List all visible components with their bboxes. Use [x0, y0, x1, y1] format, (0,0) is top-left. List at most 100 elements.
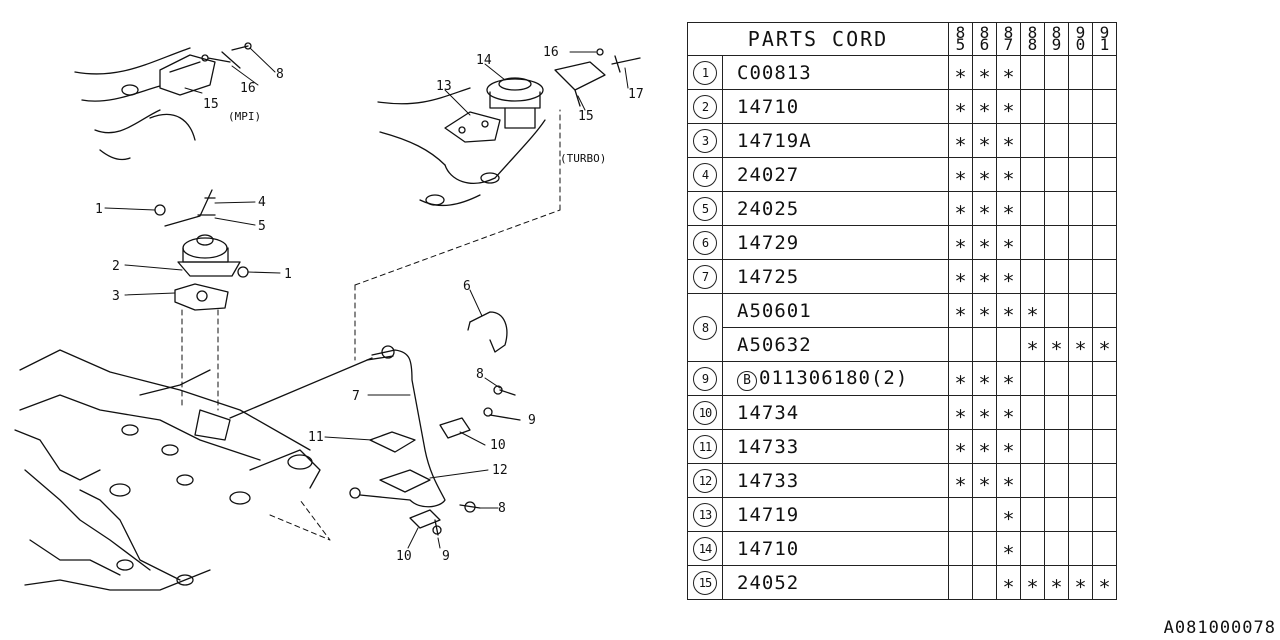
- year-mark-cell: [1044, 89, 1069, 124]
- year-mark-cell: ∗: [948, 429, 973, 464]
- row-number-cell: 9: [687, 361, 723, 396]
- year-mark-cell: [1068, 429, 1093, 464]
- year-mark-cell: ∗: [948, 395, 973, 430]
- applicability-mark: ∗: [954, 264, 967, 289]
- year-mark-cell: [1044, 361, 1069, 396]
- year-mark-cell: ∗: [996, 429, 1021, 464]
- year-mark-cell: ∗: [996, 497, 1021, 532]
- applicability-mark: ∗: [978, 230, 991, 255]
- year-mark-cell: [1020, 395, 1045, 430]
- pipe-clamp: [467, 311, 508, 353]
- year-mark-cell: ∗: [996, 55, 1021, 90]
- part-code: A50632: [737, 333, 812, 356]
- year-mark-cell: ∗: [1044, 565, 1069, 600]
- year-digit: 8: [1027, 23, 1038, 42]
- applicability-mark: ∗: [954, 162, 967, 187]
- year-mark-cell: ∗: [948, 259, 973, 294]
- year-mark-cell: [1020, 55, 1045, 90]
- row-number-cell: 11: [687, 429, 723, 464]
- applicability-mark: ∗: [1074, 332, 1087, 357]
- engine-block: [14, 349, 321, 591]
- year-mark-cell: [1092, 157, 1117, 192]
- callout-8c: 8: [498, 501, 506, 516]
- row-number-badge: 15: [693, 570, 717, 595]
- applicability-mark: ∗: [978, 128, 991, 153]
- year-mark-cell: ∗: [996, 89, 1021, 124]
- label-turbo: (TURBO): [560, 152, 606, 165]
- applicability-mark: ∗: [1002, 264, 1015, 289]
- row-number-badge: 9: [693, 366, 717, 391]
- egr-valve: [154, 189, 249, 278]
- row-number-cell: 12: [687, 463, 723, 498]
- applicability-mark: ∗: [1002, 230, 1015, 255]
- callout-5: 5: [258, 219, 266, 234]
- part-code-cell: 14733: [722, 463, 949, 498]
- year-mark-cell: ∗: [996, 293, 1021, 328]
- year-mark-cell: ∗: [1020, 327, 1045, 362]
- applicability-mark: ∗: [1002, 468, 1015, 493]
- row-number-badge: 8: [693, 315, 717, 340]
- year-mark-cell: ∗: [1068, 565, 1093, 600]
- callout-3: 3: [112, 289, 120, 304]
- year-mark-cell: ∗: [972, 463, 997, 498]
- year-mark-cell: ∗: [948, 157, 973, 192]
- year-digit: 8: [955, 23, 966, 42]
- applicability-mark: ∗: [978, 60, 991, 85]
- year-mark-cell: ∗: [972, 157, 997, 192]
- part-code-cell: A50632: [722, 327, 949, 362]
- callout-11: 11: [308, 430, 324, 445]
- year-mark-cell: [1068, 123, 1093, 158]
- callout-15a: 15: [203, 97, 219, 112]
- applicability-mark: ∗: [954, 196, 967, 221]
- year-mark-cell: [1092, 191, 1117, 226]
- year-mark-cell: ∗: [972, 191, 997, 226]
- row-number-cell: 8: [687, 293, 723, 362]
- year-mark-cell: ∗: [996, 531, 1021, 566]
- year-mark-cell: [1068, 89, 1093, 124]
- part-code: 24027: [737, 163, 800, 186]
- applicability-mark: ∗: [1002, 366, 1015, 391]
- callout-8a: 8: [276, 67, 284, 82]
- part-code: 24052: [737, 571, 800, 594]
- year-mark-cell: ∗: [996, 463, 1021, 498]
- alignment-lines: [181, 109, 561, 541]
- year-mark-cell: [1044, 123, 1069, 158]
- row-number-badge: 2: [693, 94, 717, 119]
- callout-1a: 1: [95, 202, 103, 217]
- applicability-mark: ∗: [978, 264, 991, 289]
- applicability-mark: ∗: [1098, 570, 1111, 595]
- part-code: 14719A: [737, 129, 812, 152]
- year-mark-cell: ∗: [948, 55, 973, 90]
- row-number-cell: 4: [687, 157, 723, 192]
- applicability-mark: ∗: [978, 196, 991, 221]
- year-mark-cell: [1092, 123, 1117, 158]
- year-mark-cell: ∗: [972, 259, 997, 294]
- year-mark-cell: [1092, 463, 1117, 498]
- year-mark-cell: ∗: [948, 225, 973, 260]
- year-mark-cell: [1092, 531, 1117, 566]
- row-number-badge: 4: [693, 162, 717, 187]
- year-mark-cell: [1044, 157, 1069, 192]
- year-mark-cell: ∗: [948, 293, 973, 328]
- year-mark-cell: [1020, 225, 1045, 260]
- applicability-mark: ∗: [978, 162, 991, 187]
- row-number-cell: 5: [687, 191, 723, 226]
- year-mark-cell: ∗: [1020, 293, 1045, 328]
- applicability-mark: ∗: [978, 468, 991, 493]
- part-code: 011306180(2): [759, 366, 909, 389]
- year-mark-cell: [948, 531, 973, 566]
- part-code-cell: 24052: [722, 565, 949, 600]
- row-number-cell: 2: [687, 89, 723, 124]
- part-code: 14725: [737, 265, 800, 288]
